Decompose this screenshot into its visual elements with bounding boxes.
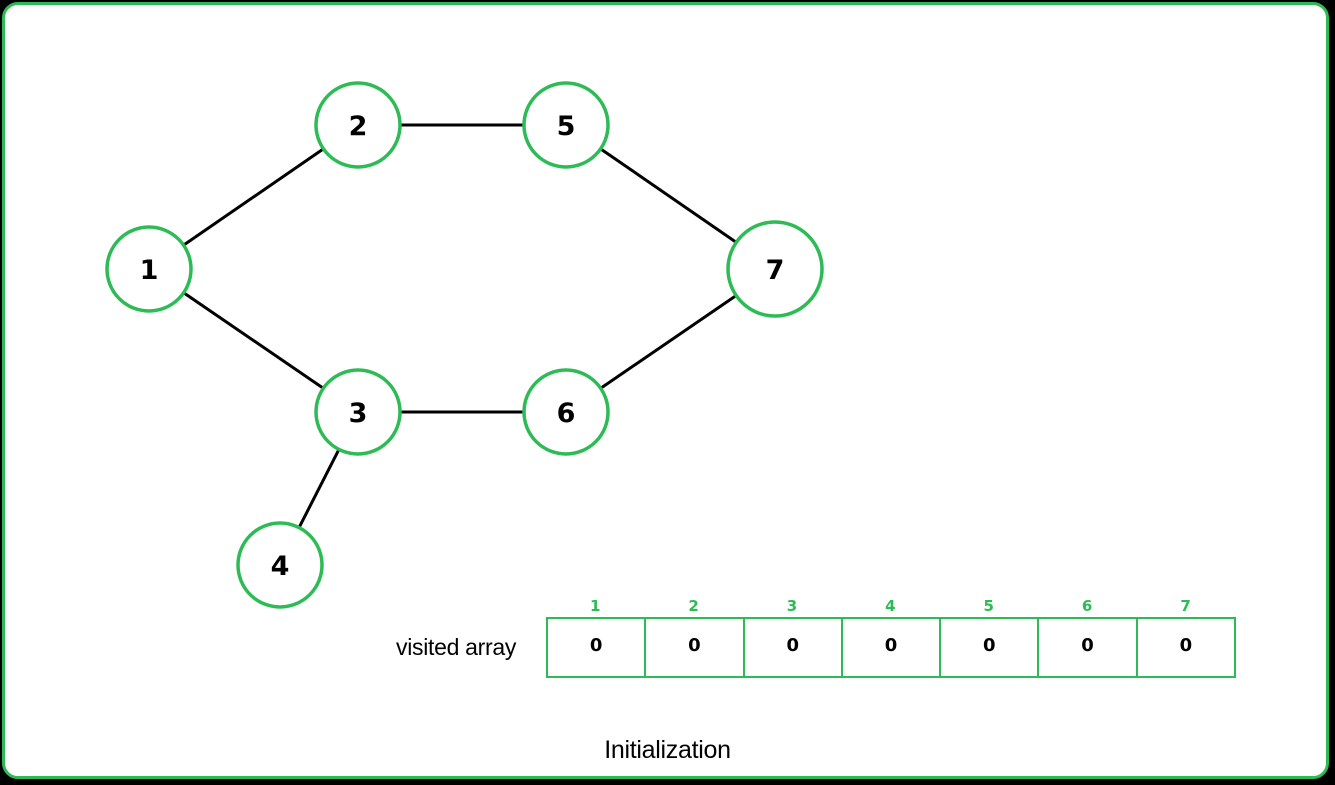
- visited-cell: 0: [941, 619, 1040, 676]
- visited-cell: 0: [1039, 619, 1138, 676]
- node-6: 6: [522, 368, 610, 456]
- node-circle: [314, 81, 402, 169]
- visited-index: 3: [786, 597, 798, 615]
- visited-array-label: visited array: [396, 634, 517, 660]
- node-label: 5: [557, 111, 576, 142]
- node-circle: [314, 368, 402, 456]
- graph-nodes: 1 2 3 4 5 6 7: [105, 81, 824, 609]
- node-circle: [105, 225, 193, 313]
- graph-edges: [182, 123, 738, 529]
- node-circle: [522, 81, 610, 169]
- node-1: 1: [105, 225, 193, 313]
- node-label: 6: [557, 398, 576, 429]
- visited-index: 1: [589, 597, 601, 615]
- visited-index: 6: [1081, 597, 1093, 615]
- edge-6-7: [599, 294, 738, 390]
- visited-cell: 0: [843, 619, 942, 676]
- node-4: 4: [236, 521, 324, 609]
- visited-array: 0 0 0 0 0 0 0: [546, 617, 1236, 678]
- edge-5-7: [599, 147, 738, 244]
- node-label: 1: [140, 255, 159, 286]
- node-2: 2: [314, 81, 402, 169]
- visited-cell: 0: [745, 619, 843, 676]
- visited-cell: 0: [1179, 635, 1193, 656]
- diagram-caption: Initialization: [604, 736, 731, 764]
- node-5: 5: [522, 81, 610, 169]
- node-circle: [236, 521, 324, 609]
- visited-cell: 0: [646, 619, 745, 676]
- edge-3-4: [297, 448, 341, 529]
- visited-index: 5: [983, 597, 994, 615]
- node-label: 3: [349, 398, 368, 429]
- visited-index: 7: [1180, 597, 1191, 615]
- node-label: 2: [349, 111, 368, 142]
- node-3: 3: [314, 368, 402, 456]
- node-7: 7: [726, 220, 824, 318]
- node-label: 7: [766, 255, 785, 286]
- visited-index-row: 1 2 3 4 5 6 7: [546, 597, 1235, 615]
- node-circle: [726, 220, 824, 318]
- visited-index: 4: [885, 597, 896, 615]
- visited-index: 2: [688, 597, 699, 615]
- node-label: 4: [271, 551, 290, 582]
- node-circle: [522, 368, 610, 456]
- visited-cell: 0: [548, 619, 647, 676]
- edge-1-3: [182, 291, 325, 390]
- edge-1-2: [182, 147, 325, 247]
